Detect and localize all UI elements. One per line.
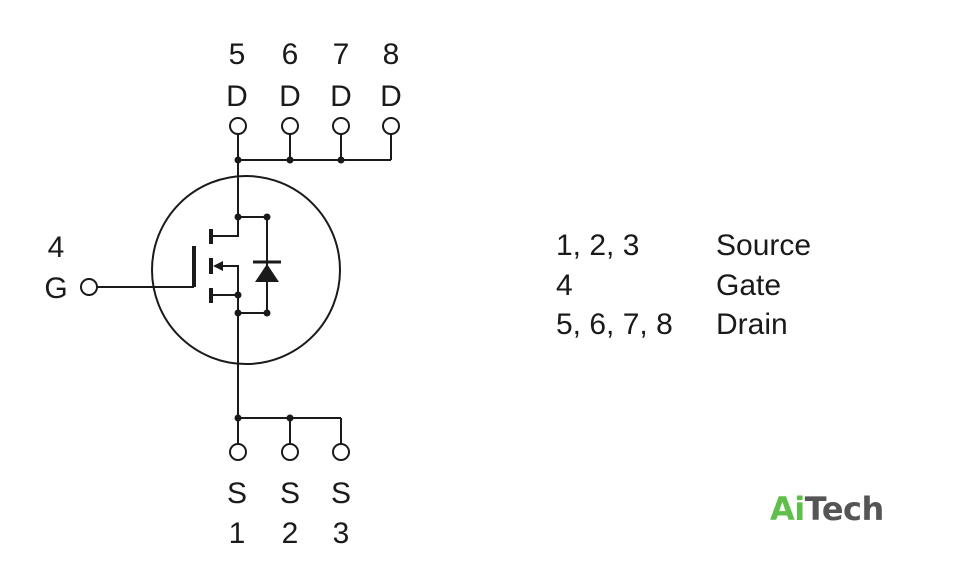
drain-pin-letter: D <box>380 80 402 113</box>
logo-part-tech: Tech <box>804 490 885 528</box>
aitech-logo: AiTech <box>770 490 884 528</box>
source-pin-letter: S <box>331 477 351 510</box>
drain-pin-letter: D <box>226 80 248 113</box>
legend-pins: 5, 6, 7, 8 <box>556 308 673 341</box>
drain-pin-letter: D <box>330 80 352 113</box>
pin-legend: 1, 2, 3 Source 4 Gate 5, 6, 7, 8 Drain <box>556 226 811 345</box>
junction-dot <box>234 309 242 317</box>
legend-pins: 1, 2, 3 <box>556 229 640 262</box>
legend-row-source: 1, 2, 3 Source <box>556 226 811 266</box>
drain-pin-letter: D <box>279 80 301 113</box>
source-pin-number: 3 <box>333 517 350 550</box>
legend-row-gate: 4 Gate <box>556 266 811 306</box>
drain-pin-number: 7 <box>333 38 350 71</box>
junction-dot <box>263 213 271 221</box>
drain-pin-number: 6 <box>282 38 299 71</box>
junction-dot <box>234 291 242 299</box>
gate-pin-letter: G <box>44 272 67 305</box>
body-connection-wire <box>221 265 239 295</box>
source-pin-number: 1 <box>229 517 246 550</box>
drain-pin-number: 8 <box>383 38 400 71</box>
body-diode <box>255 264 279 282</box>
legend-function: Drain <box>716 308 788 341</box>
transistor-body <box>151 175 341 365</box>
source-pin-1-terminal <box>229 443 247 461</box>
legend-function: Gate <box>716 268 782 302</box>
source-pin-2-terminal <box>281 443 299 461</box>
drain-pin-7-terminal <box>332 117 350 135</box>
internal-source-wire <box>211 294 267 314</box>
drain-pin-6-terminal <box>281 117 299 135</box>
body-arrow <box>213 261 223 271</box>
source-pin-number: 2 <box>282 517 299 550</box>
junction-dot <box>234 156 242 164</box>
junction-dot <box>263 309 271 317</box>
legend-pins: 4 <box>556 268 573 302</box>
drain-pin-number: 5 <box>229 38 246 71</box>
drain-pin-8-terminal <box>382 117 400 135</box>
legend-row-drain: 5, 6, 7, 8 Drain <box>556 305 811 345</box>
drain-pin-5-terminal <box>229 117 247 135</box>
junction-dot <box>286 414 294 422</box>
drain-bus-wire <box>237 134 392 161</box>
junction-dot <box>286 156 294 164</box>
logo-part-ai: Ai <box>770 490 805 528</box>
source-pin-letter: S <box>280 477 300 510</box>
legend-function: Source <box>716 229 812 262</box>
source-pin-letter: S <box>227 477 247 510</box>
junction-dot <box>337 156 345 164</box>
source-pin-3-terminal <box>332 443 350 461</box>
gate-pin-terminal <box>80 278 98 296</box>
source-bus-wire <box>237 417 342 445</box>
junction-dot <box>234 414 242 422</box>
junction-dot <box>234 213 242 221</box>
gate-pin-number: 4 <box>48 231 65 264</box>
